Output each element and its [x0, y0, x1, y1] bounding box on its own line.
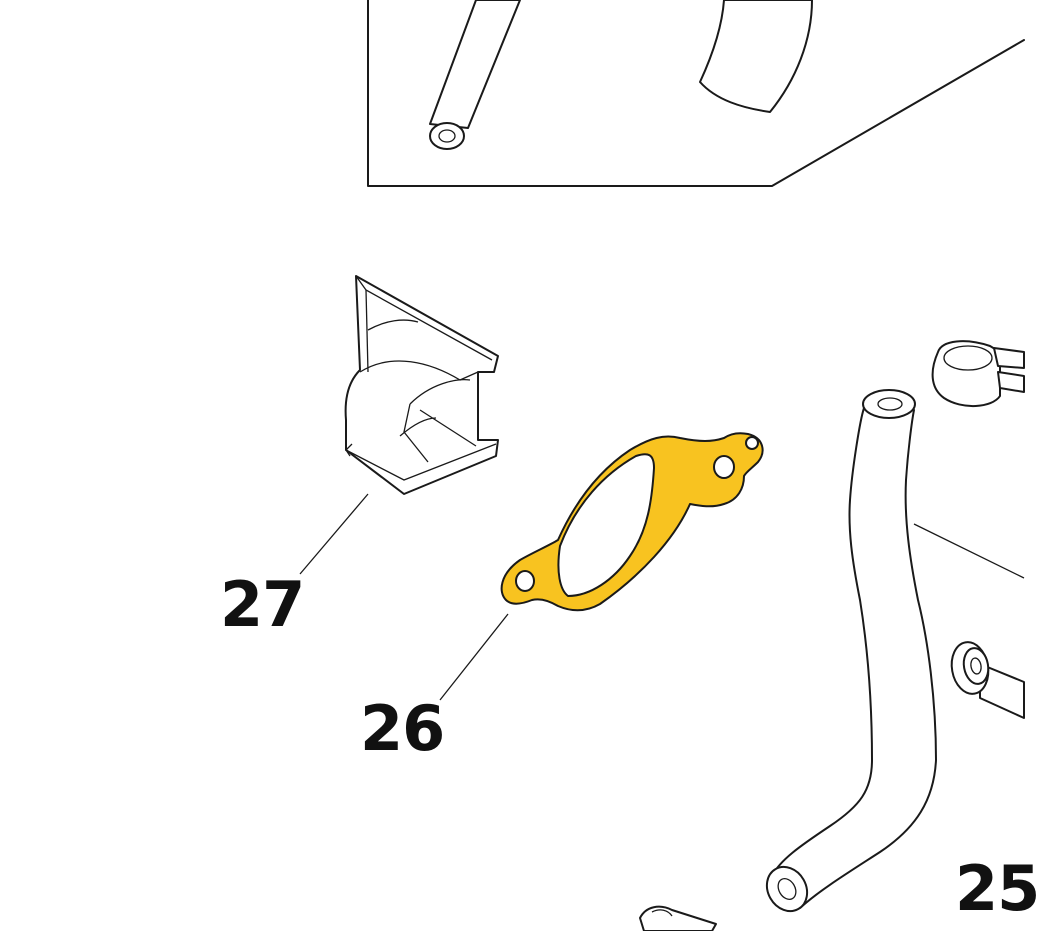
engine-body-edge	[913, 523, 1025, 579]
callout-26: 26	[360, 692, 445, 765]
inset-hose	[429, 0, 521, 150]
inset-detail-box	[367, 0, 1025, 187]
inset-hose-curved	[699, 0, 813, 113]
long-hose	[765, 389, 937, 913]
leader-line-26	[439, 613, 509, 701]
leader-line-27	[299, 493, 369, 575]
small-clamp-bottom	[639, 905, 717, 931]
part-26-gasket	[500, 432, 764, 612]
callout-27: 27	[220, 568, 305, 641]
part-27-bracket	[344, 275, 499, 495]
callout-25: 25	[955, 852, 1039, 925]
hose-clamp-top	[931, 340, 1025, 408]
bolt-with-washer	[950, 641, 1025, 719]
